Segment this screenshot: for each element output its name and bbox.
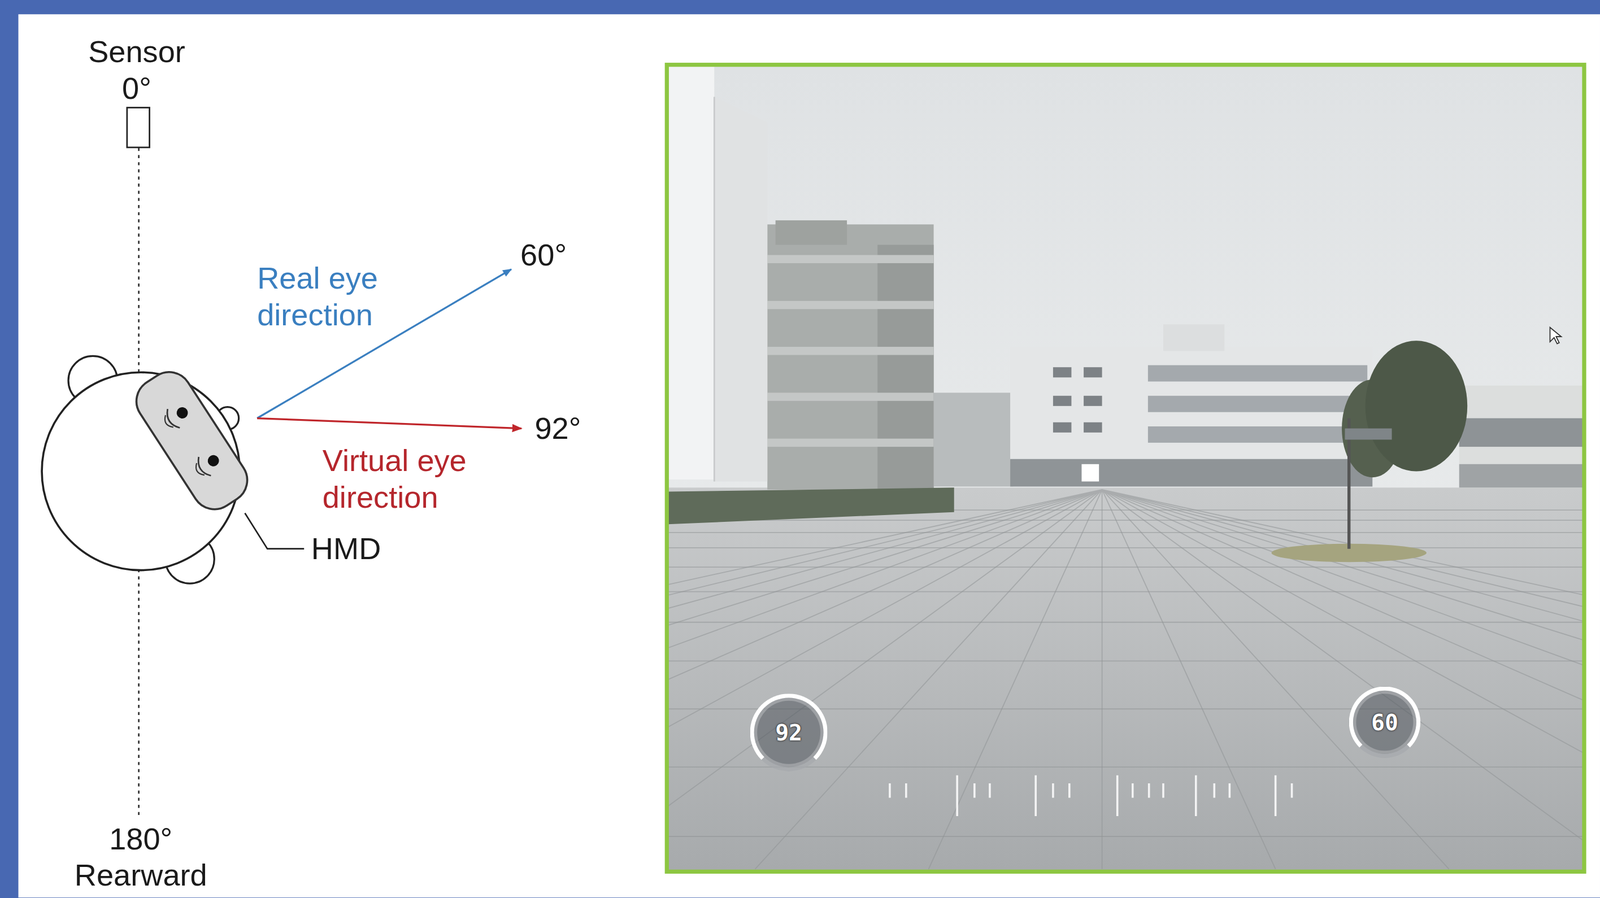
angle-gauge: 92 (749, 693, 828, 772)
direction-label: Real eye direction (257, 260, 411, 334)
direction-label: 180° Rearward (74, 822, 208, 894)
angle-label: 60° (520, 236, 567, 274)
angle-gauge: 60 (1349, 687, 1421, 759)
angle-label: 92° (534, 410, 581, 447)
gauge-value: 60 (1371, 709, 1399, 736)
head-diagram (41, 107, 522, 817)
photo-frame (666, 64, 1585, 873)
hmd-view-photo (667, 65, 1584, 871)
page-ground (18, 14, 1600, 898)
direction-label: Virtual eye direction (322, 442, 507, 517)
sensor-label: Sensor 0° (88, 33, 186, 108)
gauge-value: 92 (775, 719, 803, 746)
part-label: HMD (311, 530, 381, 568)
